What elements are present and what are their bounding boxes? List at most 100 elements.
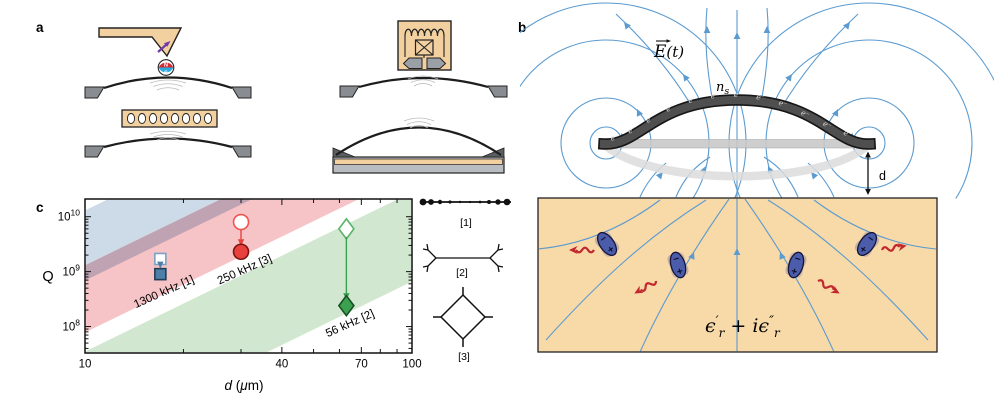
projection-arrowhead <box>157 261 164 269</box>
panel-a: a N S <box>36 20 508 174</box>
band-green <box>85 199 412 353</box>
dipole-body <box>856 231 878 257</box>
dipoles <box>594 231 880 279</box>
dipole-body <box>669 251 687 279</box>
panel-a-label: a <box>36 20 44 35</box>
y-axis-label: Q <box>42 269 53 285</box>
electron-label: e⁻ <box>710 91 719 101</box>
surface-density-label: ns <box>716 80 729 97</box>
panel-b: b <box>518 2 994 353</box>
plus-sign <box>608 246 614 252</box>
vibration-ripples <box>149 130 187 141</box>
plot-frame <box>84 198 413 354</box>
electron-label: e⁻ <box>626 124 637 136</box>
fractal-beam-icon <box>422 243 504 273</box>
electrode-right <box>426 57 447 69</box>
electron-label: e⁻ <box>821 119 833 131</box>
gap-label: d <box>879 169 886 183</box>
device-microwave-circuit <box>339 20 508 98</box>
panel-b-label: b <box>518 20 526 35</box>
device-layered-substrate <box>332 117 505 174</box>
magnet-south-half <box>158 67 174 73</box>
panel-c-label: c <box>36 200 44 215</box>
x-tick-label: 70 <box>355 359 368 371</box>
clamp-left <box>84 86 105 99</box>
device-perforated-sample <box>84 109 252 158</box>
minus-sign <box>600 236 606 241</box>
ref-2-label: [2] <box>456 267 468 279</box>
y-tick-label: 109 <box>62 263 80 279</box>
membrane-curve <box>103 76 233 90</box>
marker-circle-filled <box>232 243 250 261</box>
sample-holes <box>126 113 213 124</box>
marker-circle-open <box>232 213 250 231</box>
magnet-s-label: S <box>164 71 168 77</box>
membrane-rest-position <box>603 139 870 149</box>
membrane-lower-phase <box>599 139 874 181</box>
vector-arrowhead-icon <box>666 39 671 43</box>
spin-arrow <box>157 43 168 53</box>
clamp-right <box>231 145 252 158</box>
permittivity-label: ϵ′r + iϵ″r <box>705 314 781 340</box>
clamp-left <box>339 85 360 98</box>
dipole <box>594 231 620 257</box>
magnet-north-half <box>158 62 174 68</box>
junction-cross <box>415 39 434 56</box>
field-label-text: E(t) <box>653 42 684 62</box>
magnet-outline <box>157 59 175 76</box>
trampoline-icon <box>433 287 493 347</box>
minus-sign <box>868 236 874 241</box>
vibration-ripples <box>403 117 435 129</box>
circuit-wires <box>404 36 445 57</box>
band-overlap <box>85 199 251 281</box>
membrane-upper-phase <box>599 95 875 149</box>
phononic-string-icon <box>419 198 511 206</box>
vibration-ripples <box>407 75 439 87</box>
clamp-left <box>84 145 105 158</box>
minus-sign <box>795 257 801 260</box>
y-tick-labels: 108 109 1010 <box>58 208 81 334</box>
spin-arrowhead <box>164 41 171 47</box>
electron-label: e⁻ <box>777 98 788 110</box>
electron-label: e⁻ <box>842 128 853 139</box>
dipole-body <box>596 231 618 257</box>
magnet-n-label: N <box>164 63 168 69</box>
plus-sign <box>860 246 866 252</box>
ref-3-label: [3] <box>458 351 470 363</box>
substrate-layer <box>334 158 503 165</box>
ref-1-label: [1] <box>460 217 472 229</box>
electron-label: e⁻ <box>755 92 765 103</box>
vibration-ripples <box>149 79 187 91</box>
y-tick-label: 1010 <box>58 208 81 224</box>
membrane-curve <box>335 126 502 156</box>
dipole <box>667 251 689 279</box>
electron-label: e⁻ <box>799 108 811 120</box>
marker-square-filled <box>154 267 167 281</box>
electron-label: e⁻ <box>687 94 698 105</box>
x-axis-label: d (μm) <box>225 378 264 393</box>
plus-sign <box>791 268 797 274</box>
electron-label: e⁻ <box>734 90 743 99</box>
electron-label: e⁻ <box>664 102 676 114</box>
ref-device-icons: [1] [2] [3] <box>419 198 511 363</box>
axis-ticks <box>85 199 412 353</box>
clamp-right <box>231 86 252 99</box>
membrane-curve <box>358 76 489 89</box>
gap-dimension: d <box>865 151 886 195</box>
electron-label: e⁻ <box>644 113 656 125</box>
membrane-curve <box>103 137 233 149</box>
surface-charge-labels: e⁻ e⁻ e⁻ e⁻ e⁻ e⁻ e⁻ e⁻ e⁻ e⁻ e⁻ e⁻ <box>610 90 854 143</box>
dipole-body <box>787 251 805 279</box>
anchor-right <box>481 147 505 158</box>
minus-sign <box>673 257 679 260</box>
anchor-left <box>332 147 356 158</box>
sample-bar <box>121 109 218 128</box>
y-tick-label: 108 <box>62 318 80 334</box>
electron-label: e⁻ <box>610 132 620 142</box>
dipole <box>854 231 880 257</box>
electrode-left <box>402 57 423 69</box>
dipole <box>785 251 807 279</box>
chart-bands <box>85 199 412 353</box>
